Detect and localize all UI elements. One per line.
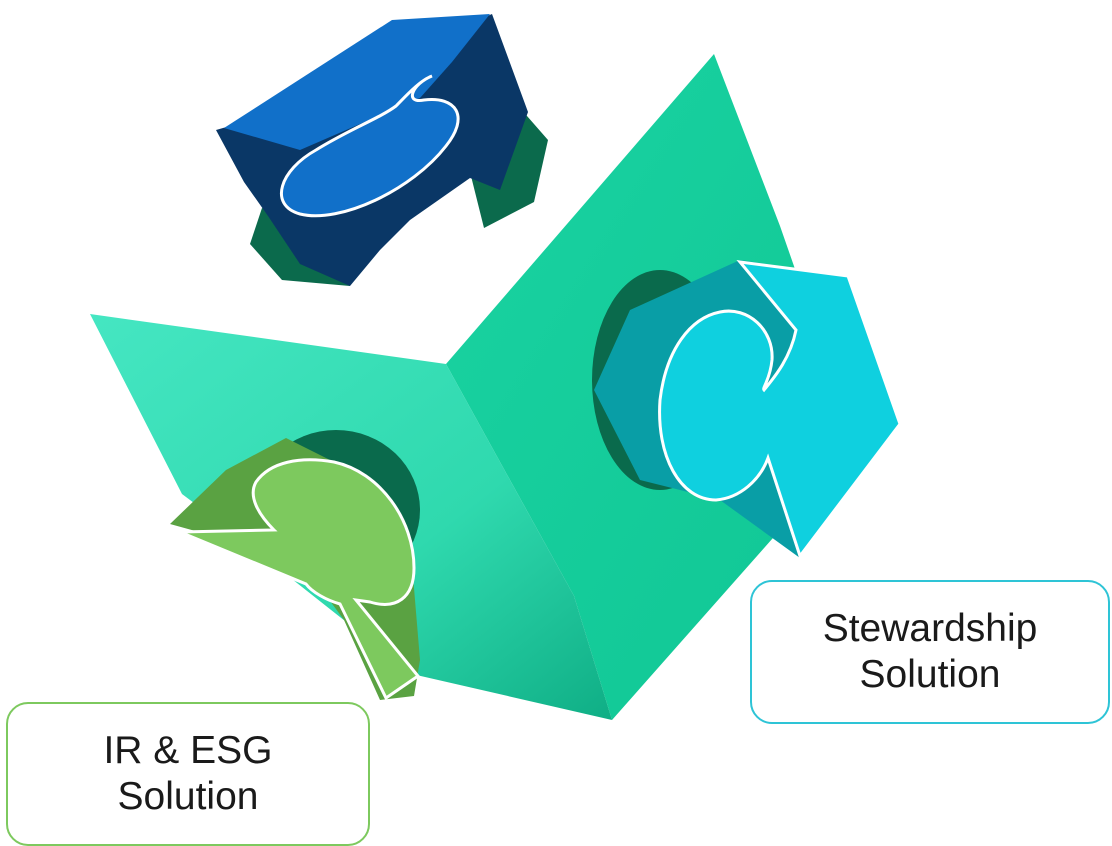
lime-puzzle-piece bbox=[170, 438, 421, 701]
cyan-puzzle-piece bbox=[594, 260, 902, 560]
lime-piece-front bbox=[179, 458, 421, 701]
blue-piece-knob bbox=[280, 74, 460, 218]
ir-esg-solution-text: IR & ESG Solution bbox=[103, 729, 273, 818]
stewardship-solution-text: Stewardship Solution bbox=[822, 607, 1038, 696]
blue-puzzle-piece bbox=[216, 14, 548, 286]
cyan-piece-front bbox=[658, 260, 902, 560]
blue-piece-top-face bbox=[224, 14, 490, 150]
ir-esg-solution-label: IR & ESG Solution bbox=[6, 702, 370, 846]
stewardship-solution-label: Stewardship Solution bbox=[750, 580, 1110, 724]
